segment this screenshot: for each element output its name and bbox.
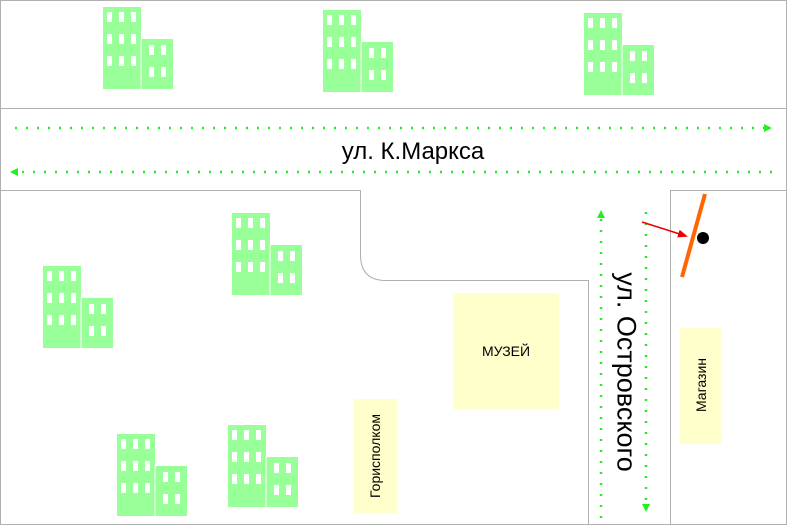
- barrier-line: [680, 193, 707, 278]
- city-executive-block: [354, 399, 397, 513]
- street-label-karl-marx: ул. К.Маркса: [341, 138, 485, 165]
- street-label-ostrovsky: ул. Островского: [611, 272, 642, 472]
- road-edges: [0, 108, 787, 525]
- shop-block: [680, 328, 721, 444]
- city-executive-label: Горисполком: [367, 414, 383, 498]
- shop-label: Магазин: [693, 357, 709, 413]
- museum-block: [453, 293, 559, 409]
- location-dot-icon: [697, 232, 709, 244]
- pointer-arrow-icon: [641, 221, 688, 238]
- museum-label: МУЗЕЙ: [481, 343, 531, 359]
